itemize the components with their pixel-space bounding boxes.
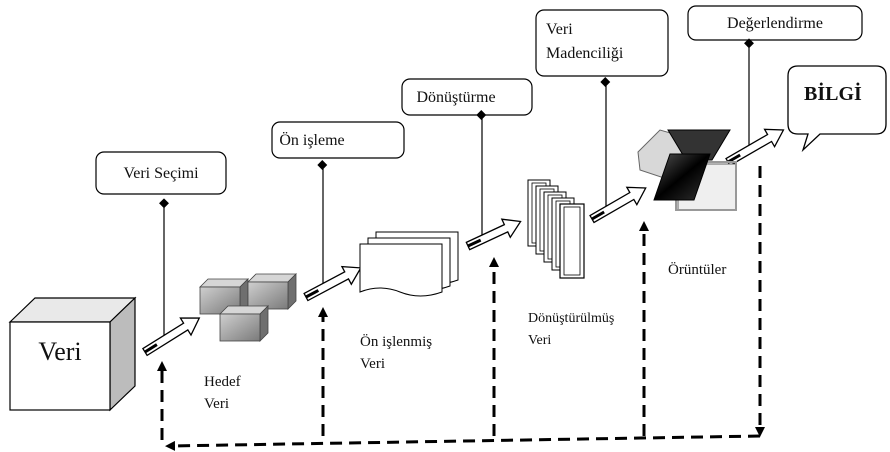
database-blocks-icon bbox=[199, 273, 297, 342]
frame-stack-icon bbox=[527, 179, 585, 279]
patterns-icon bbox=[637, 129, 737, 211]
step-veri-secimi: Veri Seçimi bbox=[95, 151, 227, 342]
document-stack-icon bbox=[359, 231, 459, 297]
step-degerlendirme: Değerlendirme bbox=[687, 5, 863, 150]
result-bilgi-label: BİLGİ bbox=[804, 81, 862, 105]
step-donusturme-label: Dönüştürme bbox=[416, 89, 495, 106]
step-veri-madenciligi-label-1: Veri bbox=[546, 21, 573, 38]
feedback-loop bbox=[157, 166, 765, 451]
arrow-2 bbox=[303, 265, 362, 302]
step-veri-madenciligi: Veri Madenciliği bbox=[535, 9, 669, 212]
step-degerlendirme-label: Değerlendirme bbox=[727, 15, 823, 32]
step-on-isleme-label: Ön işleme bbox=[279, 131, 344, 149]
arrow-1 bbox=[141, 317, 201, 357]
arrow-5 bbox=[725, 128, 785, 167]
stage-on-islenmis-label-2: Veri bbox=[360, 356, 385, 372]
step-veri-madenciligi-label-2: Madenciliği bbox=[546, 45, 624, 62]
stage-donusturulmus-label-2: Veri bbox=[528, 333, 551, 348]
step-donusturme: Dönüştürme bbox=[401, 78, 533, 238]
step-veri-secimi-label: Veri Seçimi bbox=[123, 165, 199, 182]
arrow-4 bbox=[589, 186, 647, 224]
arrow-3 bbox=[465, 218, 522, 251]
stage-hedef-veri-label-2: Veri bbox=[204, 396, 229, 412]
stage-on-islenmis-label-1: Ön işlenmiş bbox=[360, 333, 432, 350]
speech-bubble-icon bbox=[787, 65, 887, 153]
stage-veri-label: Veri bbox=[38, 337, 81, 366]
step-on-isleme: Ön işleme bbox=[271, 121, 405, 287]
cube-icon bbox=[8, 296, 137, 412]
stage-hedef-veri-label-1: Hedef bbox=[204, 374, 241, 390]
stage-donusturulmus-label-1: Dönüştürülmüş bbox=[528, 311, 614, 326]
stage-oruntuler-label: Örüntüler bbox=[668, 261, 726, 278]
